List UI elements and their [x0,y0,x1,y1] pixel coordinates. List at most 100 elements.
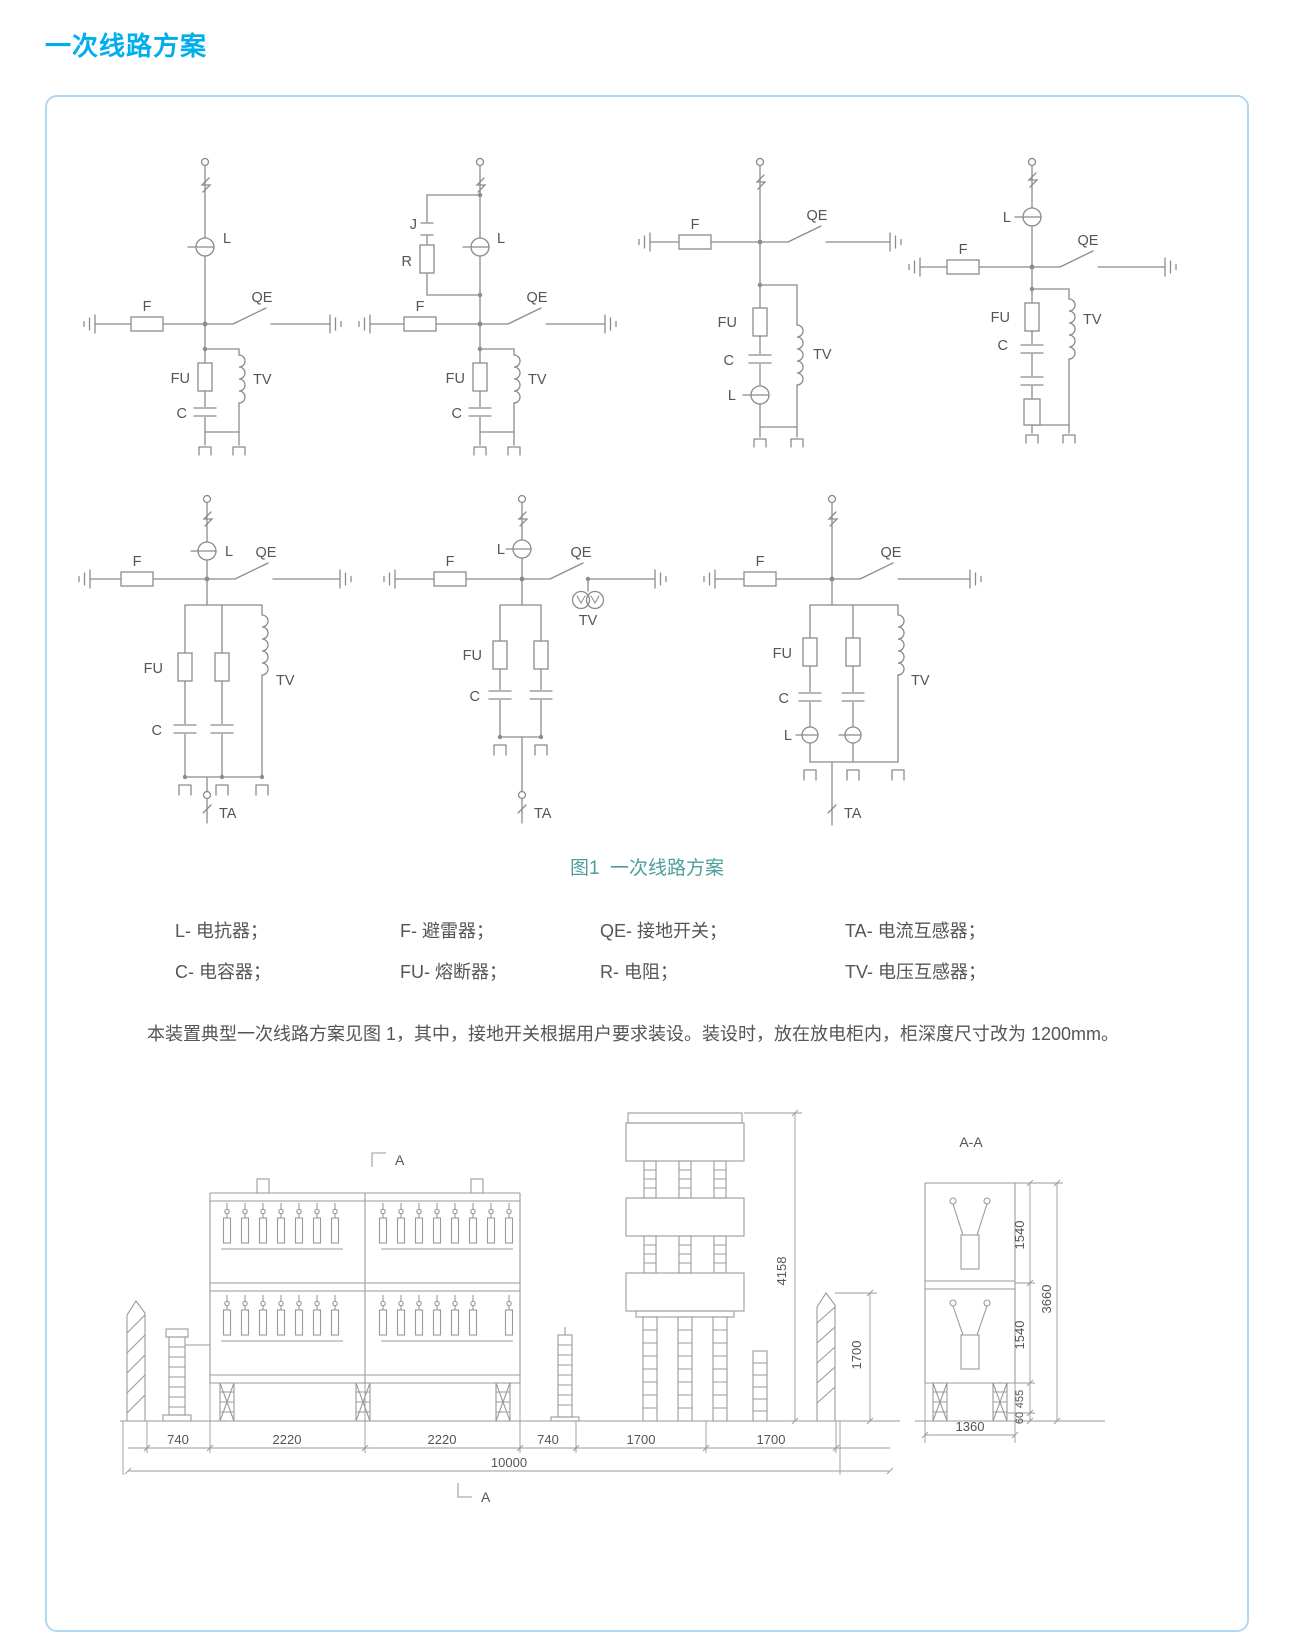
reactor-stack [625,1112,768,1422]
terminal-icon [827,494,837,504]
label-F: F [691,217,700,233]
legend-item: C- 电容器； [175,962,271,982]
scheme-4: L F QE FU C TV [908,157,1177,444]
middle-insulator-post [550,1327,580,1422]
switch-icon [759,225,891,243]
fuse-icon [472,362,488,392]
label-L: L [497,542,505,558]
terminal-icon [200,157,210,167]
label-R: R [402,254,412,270]
line-break-icon [517,511,529,527]
label-F: F [143,299,152,315]
section-label: A-A [959,1134,983,1150]
label-C: C [177,406,187,422]
arrester-icon [130,316,164,332]
legend: L- 电抗器； F- 避雷器； QE- 接地开关； TA- 电流互感器； C- … [175,917,986,984]
label-L: L [784,728,792,744]
line-break-icon [1027,172,1039,188]
fuse-icon [492,640,508,670]
scheme-7: F QE FU C L TV TA [703,494,982,826]
dim-4158: 4158 [774,1257,789,1286]
dim-1360: 1360 [956,1419,985,1434]
fuse-icon [197,362,213,392]
capacitor-icon [1020,376,1044,386]
capacitor-icon [210,724,234,734]
section-dims [921,1179,1063,1443]
fuse-icon [533,640,549,670]
dim-1700-wall: 1700 [849,1341,864,1370]
label-F: F [756,554,765,570]
label-C: C [470,689,480,705]
label-TA: TA [219,806,237,822]
drawing-texts: A A A-A 740 2220 2220 740 1700 1700 1000… [167,1134,1054,1505]
ct-icon [517,790,527,800]
dim-1540: 1540 [1012,1321,1027,1350]
legend-item: FU- 熔断器； [400,962,507,982]
terminal-icon [1027,157,1037,167]
dim-740: 740 [167,1432,189,1447]
circuit-diagrams: L F QE FU C TV [78,157,1177,826]
dim-1540: 1540 [1012,1221,1027,1250]
arrester-icon [946,259,980,275]
capacitor-icon [841,692,865,702]
arrester-icon [403,316,437,332]
switch-icon [204,307,331,325]
label-QE: QE [1078,233,1099,249]
fuse-icon [845,637,861,667]
ground-icon [78,569,91,589]
label-QE: QE [807,208,828,224]
label-QE: QE [881,545,902,561]
coil-icon [513,354,521,404]
label-FU: FU [446,371,465,387]
ct-icon [202,790,212,800]
capacitor-icon [173,724,197,734]
arrester-icon [120,571,154,587]
switch-icon [206,562,341,580]
dim-10000: 10000 [491,1455,527,1470]
label-TA: TA [844,806,862,822]
line-break-icon [827,804,837,814]
ground-icon [889,232,902,252]
capacitor-icon [488,690,512,700]
label-TV: TV [813,347,832,363]
coil-icon [796,324,804,386]
coil-icon [1068,298,1076,360]
dimension-drawing: A A A-A 740 2220 2220 740 1700 1700 1000… [120,1109,1105,1505]
ground-icon [358,314,371,334]
section-cut-marks [371,1152,472,1498]
vt-icon [585,590,605,610]
dim-1700: 1700 [757,1432,786,1447]
label-QE: QE [571,545,592,561]
label-TV: TV [1083,312,1102,328]
cut-label-top: A [395,1152,405,1168]
label-L: L [1003,210,1011,226]
gap-branch [420,194,481,296]
label-F: F [446,554,455,570]
capacitor-icon [798,692,822,702]
dim-60: 60 [1014,1412,1026,1424]
label-FU: FU [718,315,737,331]
vt-icon [571,590,591,610]
scheme-3: F QE FU C L TV [638,157,902,448]
dim-vertical-1700 [835,1289,877,1425]
label-QE: QE [252,290,273,306]
capacitor-icon [193,407,217,417]
line-break-icon [200,177,212,193]
label-F: F [416,299,425,315]
ground-icon [339,569,352,589]
scheme-1: L F QE FU C TV [83,157,342,456]
label-C: C [779,691,789,707]
terminal-icon [202,494,212,504]
section-view-aa [915,1179,1105,1443]
legend-item: TA- 电流互感器； [845,921,986,941]
description-paragraph: 本装置典型一次线路方案见图 1，其中，接地开关根据用户要求装设。装设时，放在放电… [147,1024,1120,1044]
dim-455: 455 [1014,1390,1026,1408]
label-TV: TV [579,613,598,629]
line-break-icon [755,174,767,190]
fuse-icon [214,652,230,682]
label-FU: FU [144,661,163,677]
label-C: C [452,406,462,422]
label-C: C [998,338,1008,354]
page-title: 一次线路方案 [45,31,208,61]
fuse-icon [752,307,768,337]
